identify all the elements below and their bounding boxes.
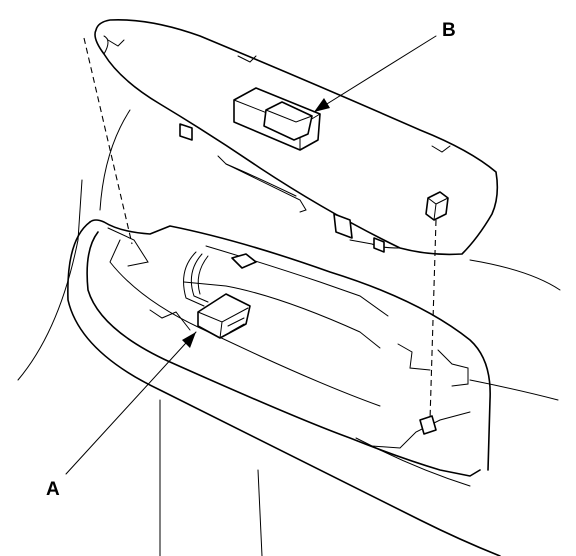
retaining-clip (425, 191, 449, 221)
leader-lines (65, 35, 437, 475)
wire-harness (183, 251, 209, 307)
armrest-base (67, 219, 501, 556)
callout-label-b: B (442, 20, 456, 41)
connector-a (197, 293, 251, 339)
background-lines (17, 109, 561, 556)
window-switch-b (233, 87, 321, 151)
callout-label-a: A (46, 479, 60, 500)
alignment-lines (83, 37, 437, 421)
